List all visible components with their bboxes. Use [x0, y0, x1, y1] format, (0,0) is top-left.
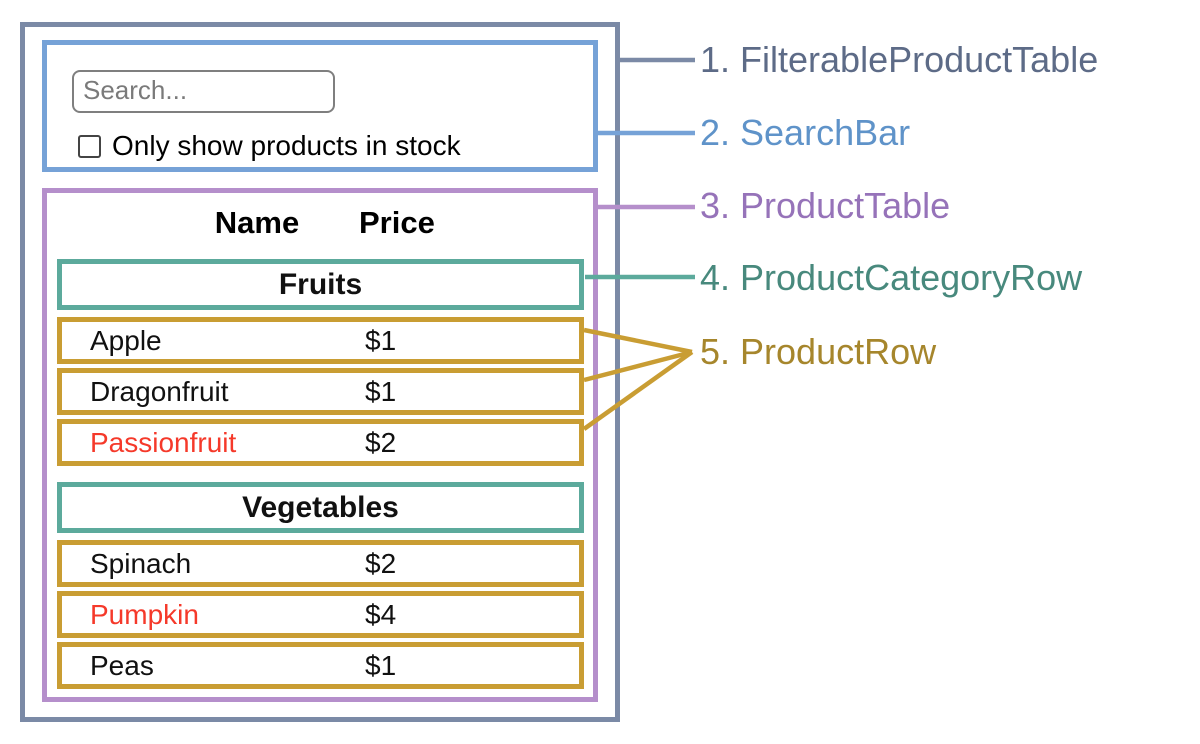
in-stock-checkbox-label: Only show products in stock	[112, 130, 461, 161]
category-label: Fruits	[278, 268, 363, 301]
product-price: $4	[365, 599, 397, 630]
category-label: Vegetables	[242, 491, 399, 524]
legend-item-product-category-row: 4. ProductCategoryRow	[700, 257, 1083, 298]
product-row: Dragonfruit $1	[57, 368, 584, 415]
legend-item-product-table: 3. ProductTable	[700, 185, 951, 226]
product-name: Spinach	[90, 548, 192, 579]
legend-item-product-row: 5. ProductRow	[700, 331, 937, 372]
table-body: Fruits Apple $1 Dragonfruit $1 Passionfr…	[47, 259, 593, 689]
product-table-box: Name Price Fruits Apple $1 Dragonfruit $…	[42, 188, 598, 702]
product-category-row: Fruits	[57, 259, 584, 310]
product-name: Pumpkin	[90, 599, 199, 630]
product-price: $1	[365, 376, 397, 407]
product-price: $2	[365, 427, 397, 458]
product-row: Peas $1	[57, 642, 584, 689]
product-price: $1	[365, 325, 397, 356]
product-price: $1	[365, 650, 397, 681]
product-category-row: Vegetables	[57, 482, 584, 533]
product-row: Apple $1	[57, 317, 584, 364]
column-header-name: Name	[214, 205, 300, 240]
legend-item-filterable-product-table: 1. FilterableProductTable	[700, 39, 1099, 80]
filterable-product-table-box: Only show products in stock Name Price F…	[20, 22, 620, 722]
search-input[interactable]	[72, 70, 335, 113]
product-name: Peas	[90, 650, 154, 681]
table-header-row: Name Price	[47, 193, 593, 252]
product-row: Pumpkin $4	[57, 591, 584, 638]
column-header-price: Price	[359, 205, 435, 240]
product-price: $2	[365, 548, 397, 579]
in-stock-checkbox[interactable]	[78, 134, 101, 158]
product-row: Passionfruit $2	[57, 419, 584, 466]
search-bar-box: Only show products in stock	[42, 40, 598, 172]
product-name: Dragonfruit	[90, 376, 229, 407]
stock-filter-row: Only show products in stock	[78, 130, 461, 162]
product-row: Spinach $2	[57, 540, 584, 587]
product-name: Passionfruit	[90, 427, 237, 458]
product-name: Apple	[90, 325, 162, 356]
legend-item-search-bar: 2. SearchBar	[700, 112, 911, 153]
